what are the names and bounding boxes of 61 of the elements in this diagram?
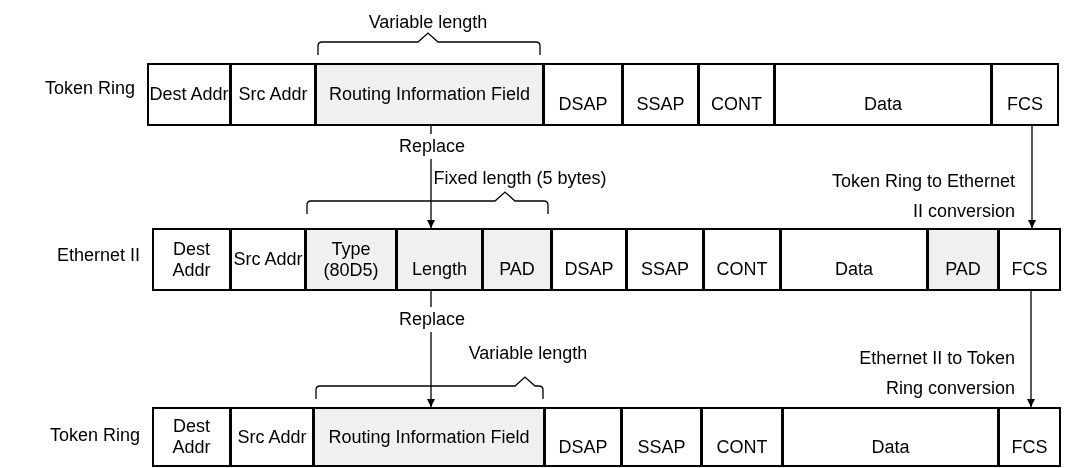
field-cell <box>698 63 775 126</box>
field-name: PAD <box>945 259 981 280</box>
edge-label: Token Ring to Ethernet II conversion <box>830 170 1015 223</box>
field-cell <box>152 407 231 467</box>
field-name: Dest Addr <box>149 84 229 105</box>
shaded-field-cell <box>315 63 544 126</box>
field-cell <box>543 63 623 126</box>
field-cell <box>152 228 231 291</box>
field-name: DSAP <box>558 436 608 458</box>
field-name: Routing Information Field <box>328 84 531 105</box>
field-name: CONT <box>716 259 768 280</box>
field-name: Src Addr <box>233 249 303 270</box>
field-cell <box>551 228 627 291</box>
field-name: DSAP <box>564 259 614 280</box>
field-name: Dest Addr <box>171 416 212 458</box>
field-name: DSAP <box>558 94 608 115</box>
field-cell <box>780 228 928 291</box>
field-name: SSAP <box>637 436 686 458</box>
field-cell <box>147 63 231 126</box>
field-cell <box>991 63 1059 126</box>
field-name: Data <box>835 259 873 280</box>
field-length-label: Variable length <box>468 343 588 364</box>
field-length-label: Fixed length (5 bytes) <box>433 168 607 189</box>
field-name: FCS <box>1011 436 1048 458</box>
field-length-label: Variable length <box>368 12 488 33</box>
frame-type-label: Ethernet II <box>56 245 140 266</box>
field-name: FCS <box>1007 94 1043 115</box>
field-name: Dest Addr <box>171 238 212 281</box>
shaded-field-cell <box>396 228 483 291</box>
field-cell <box>701 407 783 467</box>
field-name: SSAP <box>636 94 685 115</box>
field-name: CONT <box>716 436 768 458</box>
field-cell <box>998 228 1061 291</box>
frame-type-label: Token Ring <box>49 425 140 446</box>
field-name: PAD <box>499 259 535 280</box>
field-cell <box>544 407 622 467</box>
field-name: Data <box>871 436 910 458</box>
arrow <box>1028 125 1036 229</box>
field-name: Src Addr <box>237 426 307 448</box>
field-cell <box>621 407 702 467</box>
frame-type-label: Token Ring <box>44 78 135 99</box>
field-name: Routing Information Field <box>328 426 530 448</box>
field-cell <box>998 407 1061 467</box>
field-name: Length <box>411 259 468 280</box>
shaded-field-cell <box>482 228 552 291</box>
field-cell <box>782 407 999 467</box>
field-name: Src Addr <box>238 84 308 105</box>
field-name: SSAP <box>641 259 689 280</box>
shaded-field-cell <box>313 407 545 467</box>
field-name: Data <box>864 94 902 115</box>
edge-label: Ethernet II to Token Ring conversion <box>858 347 1015 400</box>
field-cell <box>626 228 704 291</box>
field-name: FCS <box>1011 259 1048 280</box>
field-cell <box>622 63 699 126</box>
arrow <box>1027 290 1035 408</box>
shaded-field-cell <box>927 228 999 291</box>
field-cell <box>703 228 781 291</box>
field-name: CONT <box>711 94 762 115</box>
field-cell <box>774 63 992 126</box>
field-name: Type (80D5) <box>322 238 380 281</box>
shaded-field-cell <box>305 228 397 291</box>
